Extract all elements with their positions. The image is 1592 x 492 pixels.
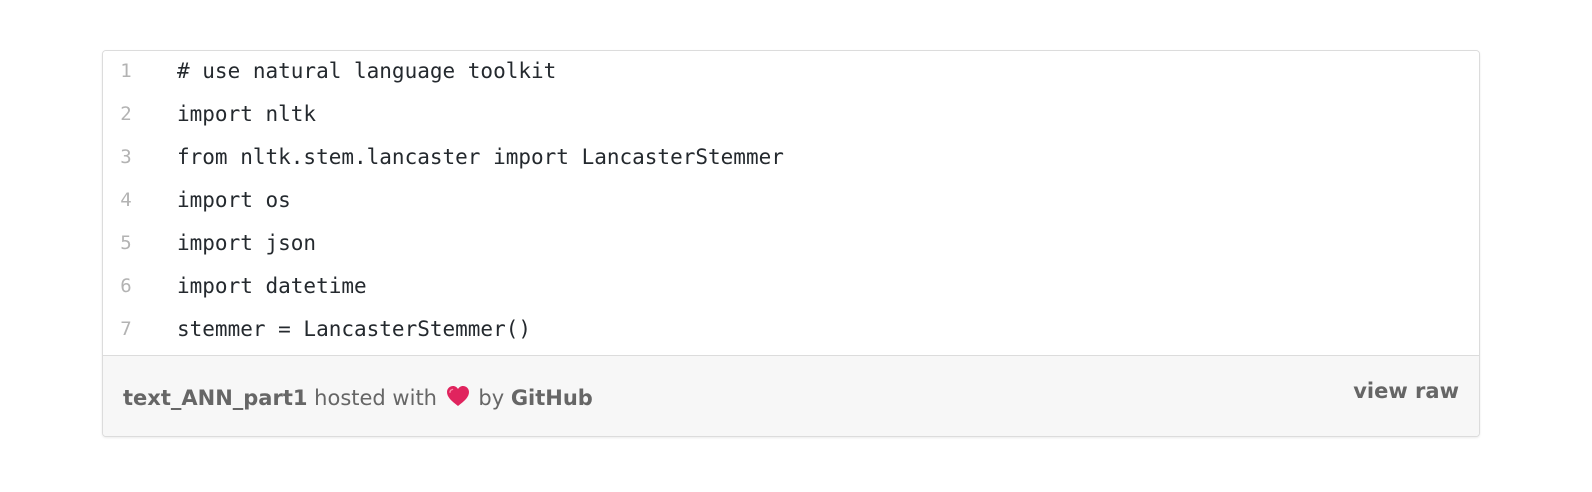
code-line: 6 import datetime: [103, 266, 1479, 309]
code-block: 1 # use natural language toolkit 2 impor…: [103, 51, 1479, 355]
line-number[interactable]: 6: [120, 275, 132, 297]
code-line: 2 import nltk: [103, 94, 1479, 137]
code-line: 4 import os: [103, 180, 1479, 223]
code-text: # use natural language toolkit: [177, 59, 557, 83]
line-number[interactable]: 7: [120, 318, 132, 340]
hosted-with-text: hosted with: [314, 386, 437, 410]
heart-icon: [446, 386, 469, 406]
code-line: 3 from nltk.stem.lancaster import Lancas…: [103, 137, 1479, 180]
code-text: stemmer = LancasterStemmer(): [177, 317, 532, 341]
by-text: by: [478, 386, 505, 410]
gist-meta-info: text_ANN_part1 hosted with by GitHub: [123, 385, 593, 411]
code-line: 7 stemmer = LancasterStemmer(): [103, 309, 1479, 352]
code-text: from nltk.stem.lancaster import Lancaste…: [177, 145, 784, 169]
gist-file-link[interactable]: text_ANN_part1: [123, 386, 308, 410]
code-text: import datetime: [177, 274, 367, 298]
line-number[interactable]: 1: [120, 60, 132, 82]
line-number[interactable]: 4: [120, 189, 132, 211]
view-raw-link[interactable]: view raw: [1353, 379, 1459, 403]
github-link[interactable]: GitHub: [510, 386, 593, 410]
code-text: import os: [177, 188, 291, 212]
line-number[interactable]: 2: [120, 103, 132, 125]
code-line: 1 # use natural language toolkit: [103, 51, 1479, 94]
line-number[interactable]: 3: [120, 146, 132, 168]
code-text: import nltk: [177, 102, 317, 126]
gist-meta-footer: text_ANN_part1 hosted with by GitHub vie…: [103, 355, 1479, 436]
gist-embed: 1 # use natural language toolkit 2 impor…: [102, 50, 1480, 437]
code-text: import json: [177, 231, 317, 255]
line-number[interactable]: 5: [120, 232, 132, 254]
code-line: 5 import json: [103, 223, 1479, 266]
